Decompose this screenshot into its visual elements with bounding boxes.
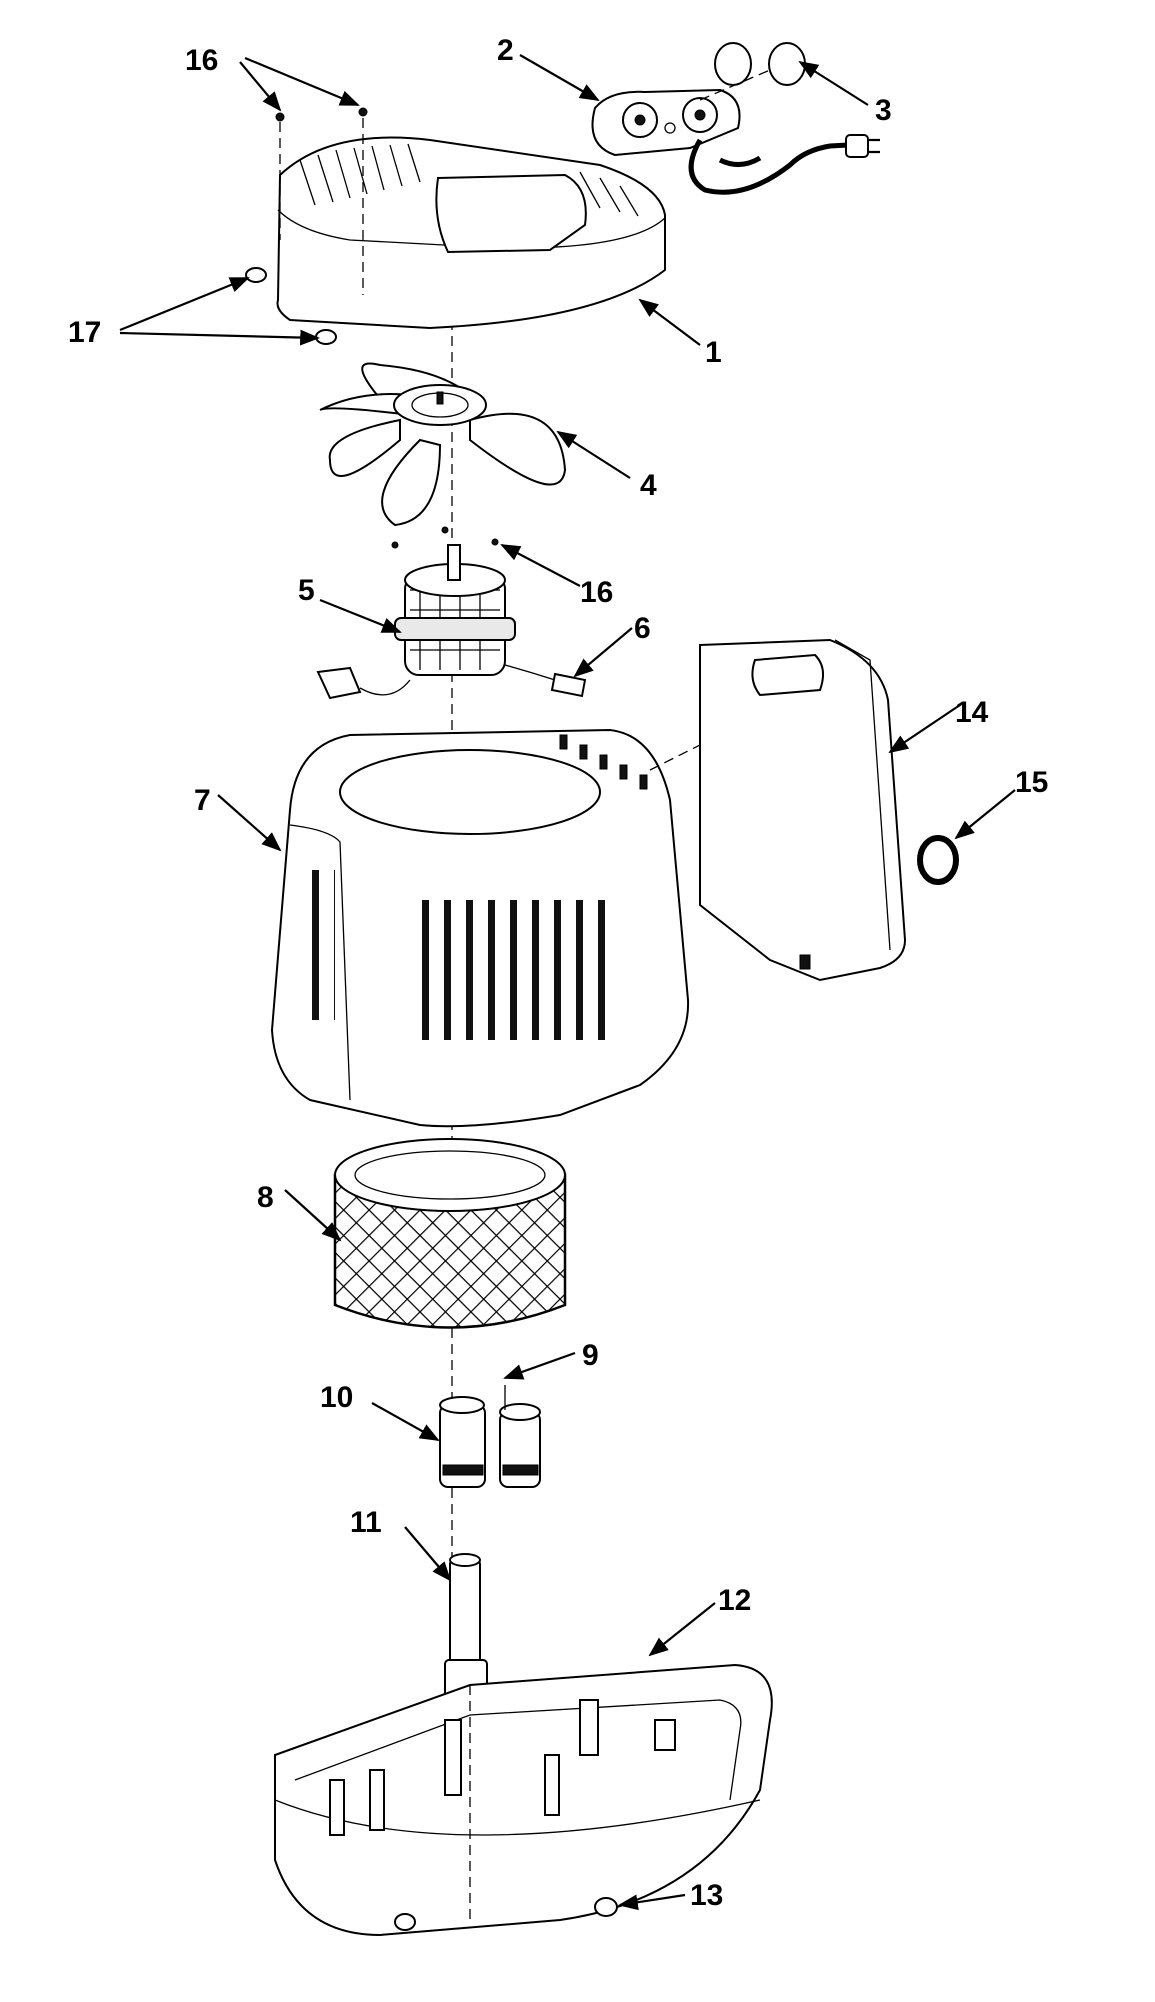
callout-labels: 16 2 3 17 1 4 5 16 6 14 7 15 8 9 10 11 1… xyxy=(68,34,1048,1912)
valve-part xyxy=(439,1385,541,1488)
top-cover-part xyxy=(276,136,666,330)
housing-part xyxy=(270,719,751,1128)
callout-6: 6 xyxy=(634,612,651,645)
foot-part xyxy=(394,1897,618,1931)
control-board-part xyxy=(591,88,880,195)
wick-filter-part xyxy=(333,1138,567,1329)
callout-8: 8 xyxy=(257,1181,274,1214)
callout-4: 4 xyxy=(640,469,657,502)
callout-13: 13 xyxy=(690,1879,723,1912)
callout-9: 9 xyxy=(582,1339,599,1372)
fan-blade-part xyxy=(319,362,567,527)
callout-1: 1 xyxy=(705,336,722,369)
leader-arrows xyxy=(119,54,1016,1911)
callout-17: 17 xyxy=(68,316,101,349)
callout-11: 11 xyxy=(350,1506,382,1539)
water-tank-part xyxy=(699,638,907,982)
callout-12: 12 xyxy=(718,1584,751,1617)
callout-16-top: 16 xyxy=(185,44,218,77)
motor-wire-part xyxy=(504,664,587,698)
callout-7: 7 xyxy=(194,784,211,817)
screw-part xyxy=(245,107,368,345)
base-part xyxy=(274,1663,773,1937)
callout-15: 15 xyxy=(1015,766,1048,799)
fan-motor-part xyxy=(316,526,516,700)
callout-2: 2 xyxy=(497,34,514,67)
callout-3: 3 xyxy=(875,94,892,127)
callout-14: 14 xyxy=(955,696,989,729)
tank-cap-part xyxy=(917,835,959,885)
callout-5: 5 xyxy=(298,574,315,607)
callout-16-motor: 16 xyxy=(580,576,613,609)
callout-10: 10 xyxy=(320,1381,353,1414)
